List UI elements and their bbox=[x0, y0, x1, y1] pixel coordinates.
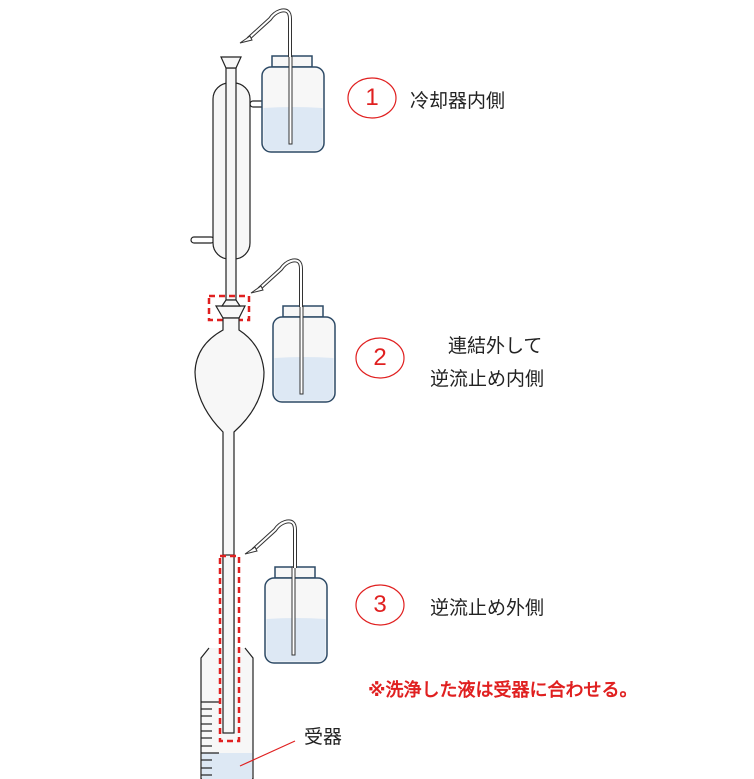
receiver-label: 受器 bbox=[304, 726, 343, 748]
condenser bbox=[190, 56, 272, 301]
step-2-label-line1: 連結外して bbox=[448, 335, 543, 357]
step-1-number: 1 bbox=[365, 84, 379, 111]
receiver-cylinder bbox=[200, 554, 296, 779]
step-2-circle bbox=[355, 337, 405, 379]
joint bbox=[207, 294, 251, 322]
step-2-number: 2 bbox=[373, 344, 387, 371]
step-1-label: 冷却器内側 bbox=[410, 90, 506, 112]
step-1-circle bbox=[347, 77, 397, 119]
step-3-circle bbox=[355, 584, 405, 626]
receiver-pointer-line bbox=[239, 740, 296, 767]
washing-note: ※洗浄した液は受器に合わせる。 bbox=[368, 680, 638, 701]
wash-bottle-1 bbox=[238, 8, 325, 153]
step-3-number: 3 bbox=[373, 591, 387, 618]
step-2-label-line2: 逆流止め内側 bbox=[430, 368, 545, 390]
stem-highlight-box bbox=[218, 554, 241, 743]
wash-bottle-3 bbox=[243, 519, 328, 664]
step-3-label: 逆流止め外側 bbox=[430, 597, 545, 619]
